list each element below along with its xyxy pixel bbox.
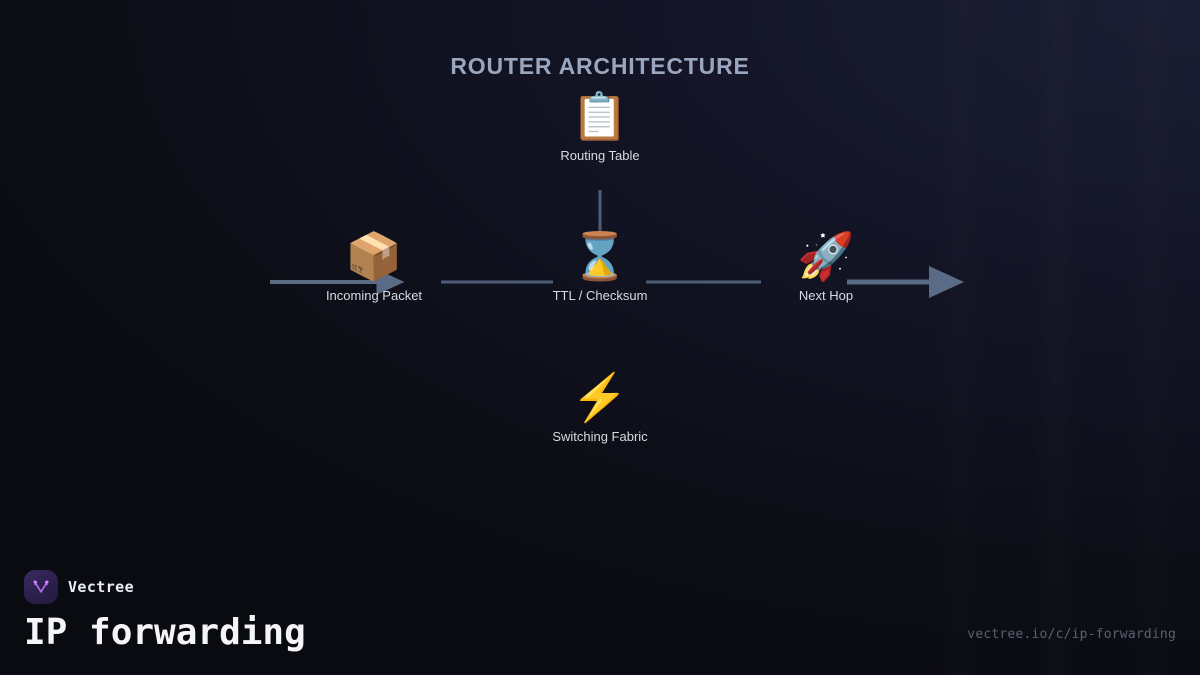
diagram-node-next-hop[interactable]: 🚀 Next Hop [741,228,911,303]
clipboard-icon: 📋 [571,90,629,142]
diagram-node-label: Switching Fabric [552,429,648,444]
package-icon: 📦 [345,230,403,282]
diagram-node-label: Routing Table [560,148,640,163]
diagram-title: ROUTER ARCHITECTURE [450,53,750,79]
diagram-node-ttl-checksum[interactable]: ⌛ TTL / Checksum [515,228,685,303]
brand-name: Vectree [68,578,135,596]
brand-row[interactable]: Vectree [24,570,306,604]
lightning-bolt-icon: ⚡ [571,371,629,423]
diagram-node-incoming-packet[interactable]: 📦 Incoming Packet [289,228,459,303]
diagram-node-switching-fabric[interactable]: ⚡ Switching Fabric [515,369,685,444]
diagram-node-routing-table[interactable]: 📋 Routing Table [515,88,685,163]
diagram-node-label: Next Hop [798,288,854,303]
rocket-icon: 🚀 [797,230,855,282]
footer-url: vectree.io/c/ip-forwarding [967,627,1176,642]
diagram-node-label: TTL / Checksum [552,288,648,303]
diagram-node-label: Incoming Packet [325,288,423,303]
hourglass-icon: ⌛ [571,230,629,282]
vectree-logo-icon [24,570,58,604]
footer: Vectree IP forwarding [24,570,306,653]
page-title: IP forwarding [24,612,306,653]
